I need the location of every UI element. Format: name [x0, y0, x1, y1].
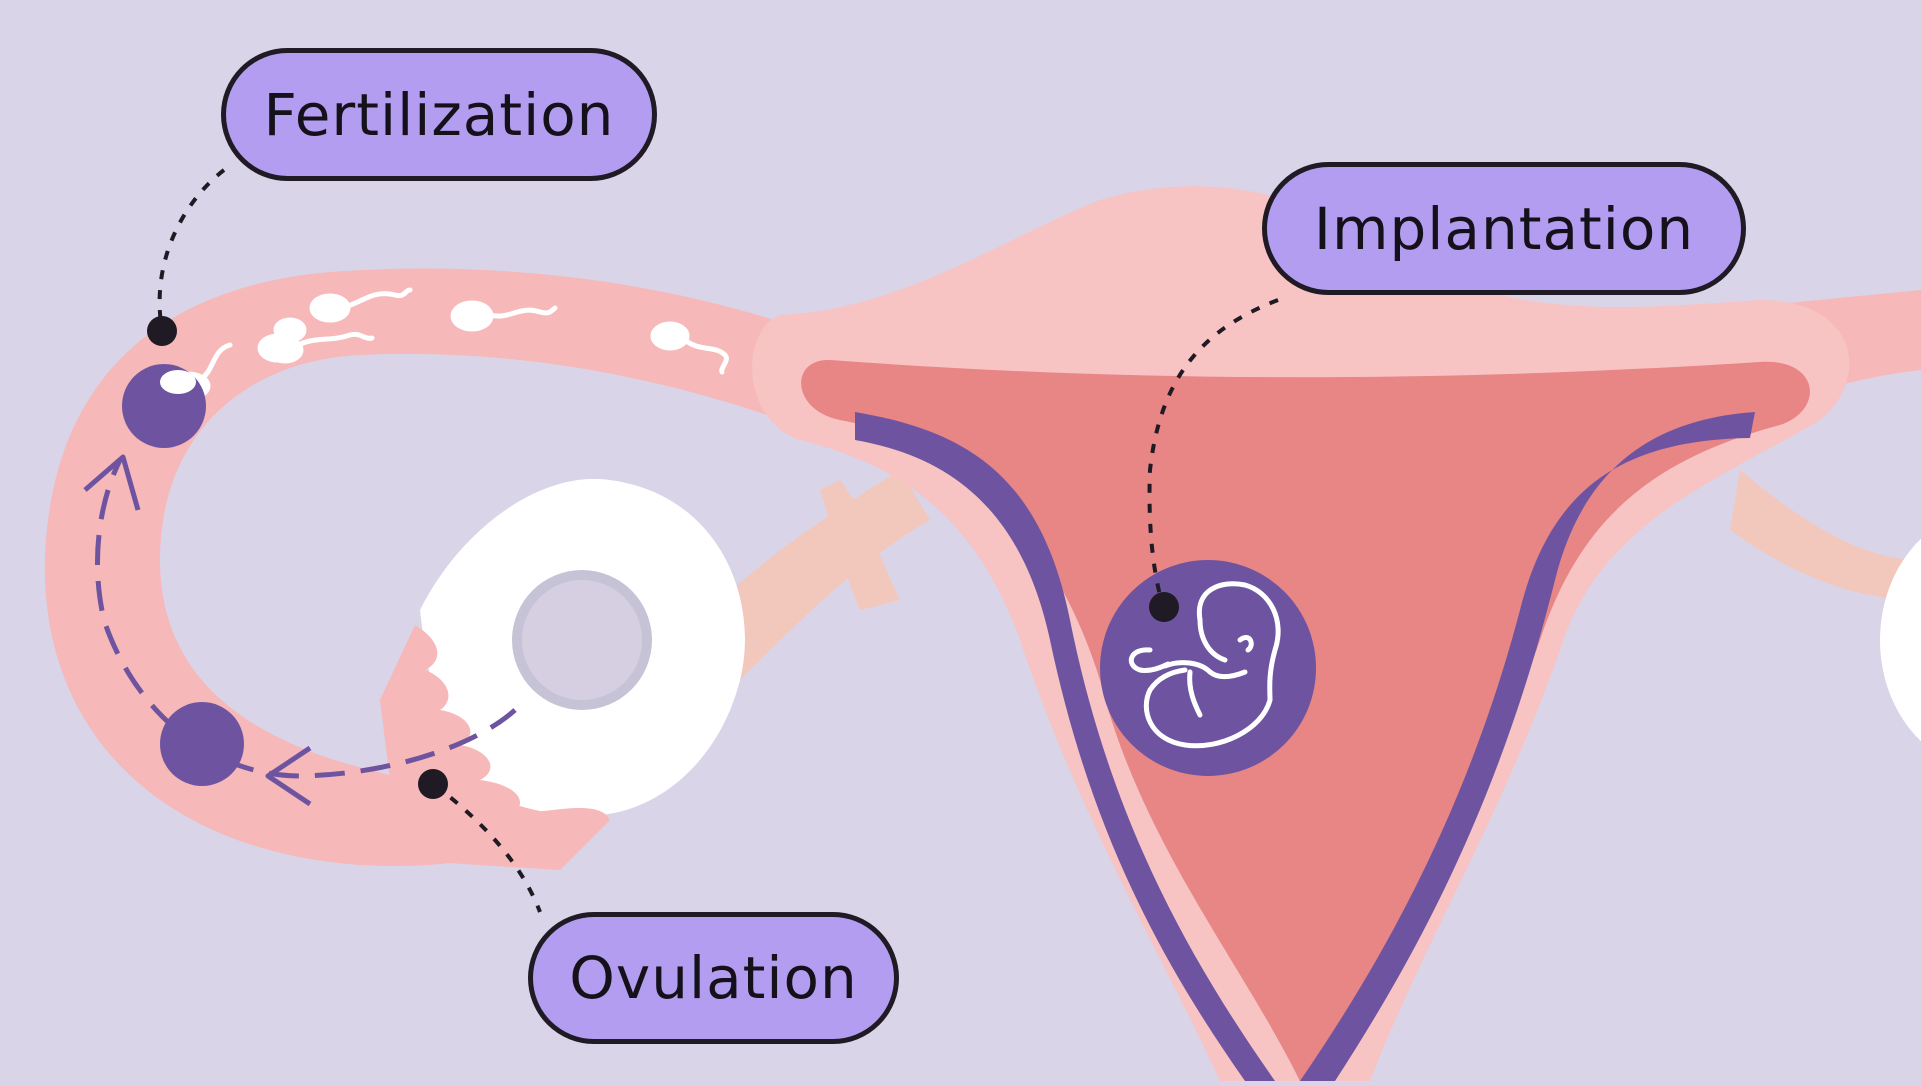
- egg-travel-arrow: [94, 458, 517, 779]
- endometrium-right: [1300, 412, 1755, 1081]
- fimbriae: [380, 625, 610, 870]
- marker-implantation: [1149, 592, 1179, 622]
- endometrium-left: [855, 412, 1275, 1081]
- label-ovulation: Ovulation: [528, 912, 899, 1044]
- marker-fertilization: [147, 316, 177, 346]
- ovarian-ligament: [700, 470, 930, 680]
- embryo-outline: [1128, 581, 1281, 749]
- leader-ovulation: [433, 783, 542, 913]
- arrowhead-left: [265, 745, 312, 807]
- leader-implantation: [1147, 298, 1279, 607]
- ligament-right: [1730, 470, 1921, 600]
- arrowhead-up: [83, 454, 141, 511]
- ovulated-egg: [160, 702, 244, 786]
- sperm-icon: [165, 287, 729, 401]
- label-implantation: Implantation: [1262, 162, 1746, 295]
- right-ovary: [1880, 538, 1921, 742]
- marker-ovulation: [418, 769, 448, 799]
- label-fertilization: Fertilization: [221, 48, 657, 181]
- sperm-head-in-egg: [160, 370, 196, 394]
- ligament-left-upper: [820, 480, 900, 610]
- follicle-inner: [522, 580, 642, 700]
- leader-fertilization: [157, 168, 226, 331]
